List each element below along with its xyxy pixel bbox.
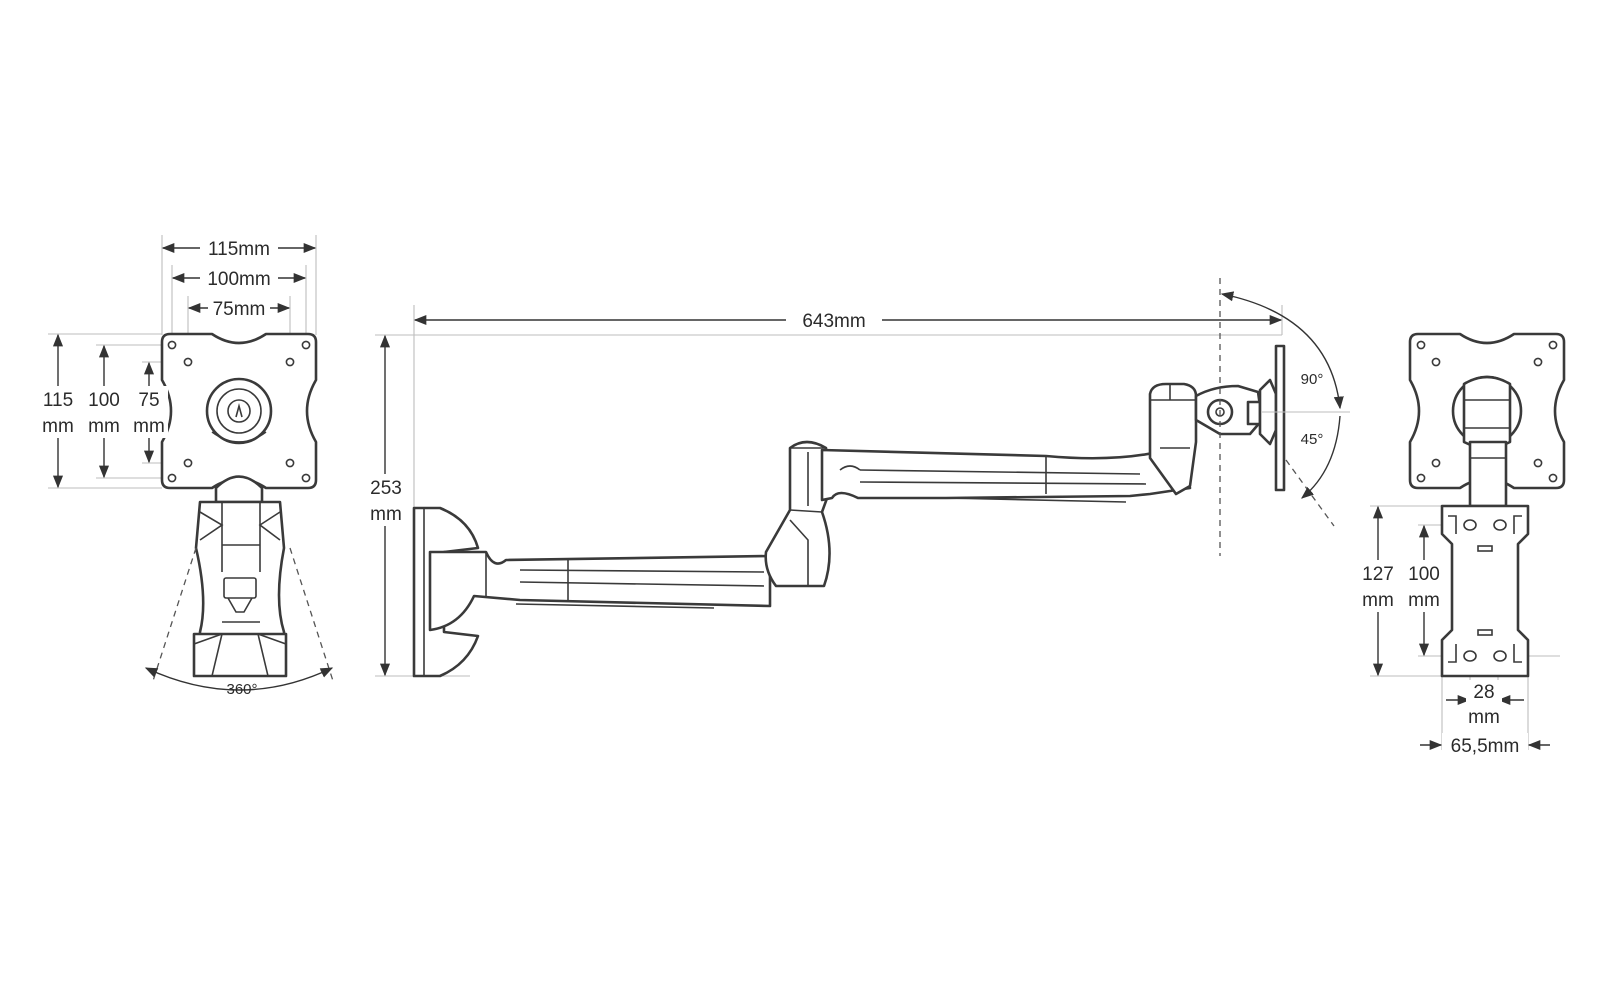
upper-arm-details — [839, 456, 1147, 503]
side-mount-plate — [1274, 344, 1286, 492]
label-height-100-value: 100 — [88, 390, 120, 411]
label-width-100: 100mm — [207, 269, 270, 290]
rotation-guide-right — [289, 547, 335, 685]
upper-arm — [820, 440, 1192, 502]
label-hole-spacing-unit: mm — [1408, 590, 1440, 611]
rear-column — [1468, 440, 1508, 508]
rear-vesa-holes — [1416, 340, 1558, 483]
label-height-75-unit: mm — [133, 416, 165, 437]
wrist-details — [1150, 384, 1196, 449]
rear-view: 127 mm 100 mm 28 mm 65,5mm — [1358, 332, 1566, 757]
front-arm-details — [199, 502, 281, 623]
rotation-guide-left — [151, 547, 197, 685]
rotation-arc — [144, 667, 334, 691]
label-bracket-height-unit: mm — [1362, 590, 1394, 611]
label-height-75-value: 75 — [138, 390, 159, 411]
label-height-100-unit: mm — [88, 416, 120, 437]
tilt-angled-guide — [1285, 459, 1335, 527]
label-hole-offset-value: 28 — [1473, 682, 1494, 703]
label-height-115-unit: mm — [42, 416, 74, 437]
elbow-joint — [764, 440, 832, 588]
label-height-253-unit: mm — [370, 504, 402, 525]
front-view: 115mm 100mm 75mm 115 mm 100 mm 75 mm 360… — [38, 235, 335, 698]
label-bracket-width: 65,5mm — [1451, 736, 1520, 757]
rear-bracket — [1440, 504, 1530, 678]
label-hole-offset-unit: mm — [1468, 707, 1500, 728]
lower-arm-details — [485, 552, 765, 609]
front-arm-block — [194, 500, 286, 644]
label-reach-643: 643mm — [802, 311, 865, 332]
label-tilt-90: 90° — [1301, 371, 1324, 388]
rear-hub — [1451, 375, 1523, 450]
label-height-253-value: 253 — [370, 478, 402, 499]
elbow-details — [789, 447, 826, 586]
label-bracket-height-value: 127 — [1362, 564, 1394, 585]
front-neck — [214, 475, 264, 504]
rear-bracket-holes — [1448, 515, 1522, 663]
front-base — [192, 632, 288, 678]
label-rotation-360: 360° — [226, 681, 257, 698]
tilt-arc-90 — [1220, 291, 1344, 410]
label-tilt-45: 45° — [1301, 431, 1324, 448]
side-view: 643mm 253 mm 90° 45° — [366, 278, 1350, 678]
label-width-75: 75mm — [213, 299, 266, 320]
lower-arm — [428, 550, 772, 632]
front-vesa-holes — [167, 340, 311, 483]
label-hole-spacing-value: 100 — [1408, 564, 1440, 585]
front-hub — [205, 377, 273, 445]
label-height-115-value: 115 — [43, 390, 73, 411]
label-width-115: 115mm — [208, 239, 270, 260]
tilt-arc-45 — [1301, 415, 1341, 499]
